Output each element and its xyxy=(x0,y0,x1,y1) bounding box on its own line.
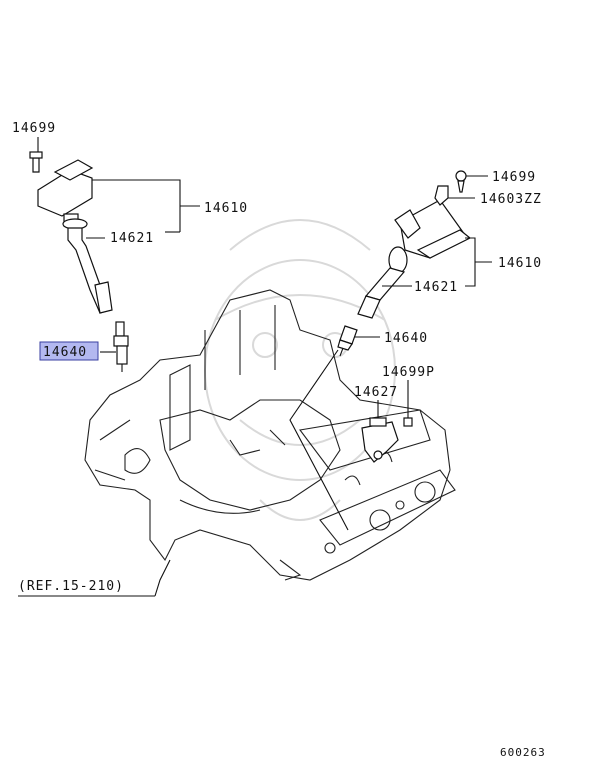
spark-plug-left xyxy=(113,321,129,372)
watermark-emblem xyxy=(204,219,396,521)
label-14610-left[interactable]: 14610 xyxy=(204,201,248,216)
bolt-left xyxy=(29,151,43,173)
label-14610-right[interactable]: 14610 xyxy=(498,256,542,271)
sensor-bolt xyxy=(403,412,413,427)
figure-number: 600263 xyxy=(500,746,546,759)
label-14621-left[interactable]: 14621 xyxy=(110,231,154,246)
label-14699p[interactable]: 14699P xyxy=(382,365,435,380)
part-number-highlight xyxy=(39,341,99,361)
leader-lines xyxy=(18,137,492,597)
coil-boot-right xyxy=(357,246,408,319)
position-sensor xyxy=(361,417,399,463)
bracket-right xyxy=(434,185,449,206)
reference-label[interactable]: (REF.15-210) xyxy=(18,579,124,594)
label-14699-left[interactable]: 14699 xyxy=(12,121,56,136)
label-14603zz[interactable]: 14603ZZ xyxy=(480,192,542,207)
intake-manifold-illustration xyxy=(84,289,456,581)
ignition-coil-right xyxy=(394,199,472,259)
label-14699-right[interactable]: 14699 xyxy=(492,170,536,185)
spark-plug-right xyxy=(337,325,358,357)
label-14627[interactable]: 14627 xyxy=(354,385,398,400)
coil-boot-left xyxy=(62,218,113,314)
ignition-coil-left xyxy=(37,159,94,227)
label-14621-right[interactable]: 14621 xyxy=(414,280,458,295)
label-14640-right[interactable]: 14640 xyxy=(384,331,428,346)
label-14640-left-highlighted[interactable]: 14640 xyxy=(43,345,87,360)
bolt-right xyxy=(455,170,467,193)
